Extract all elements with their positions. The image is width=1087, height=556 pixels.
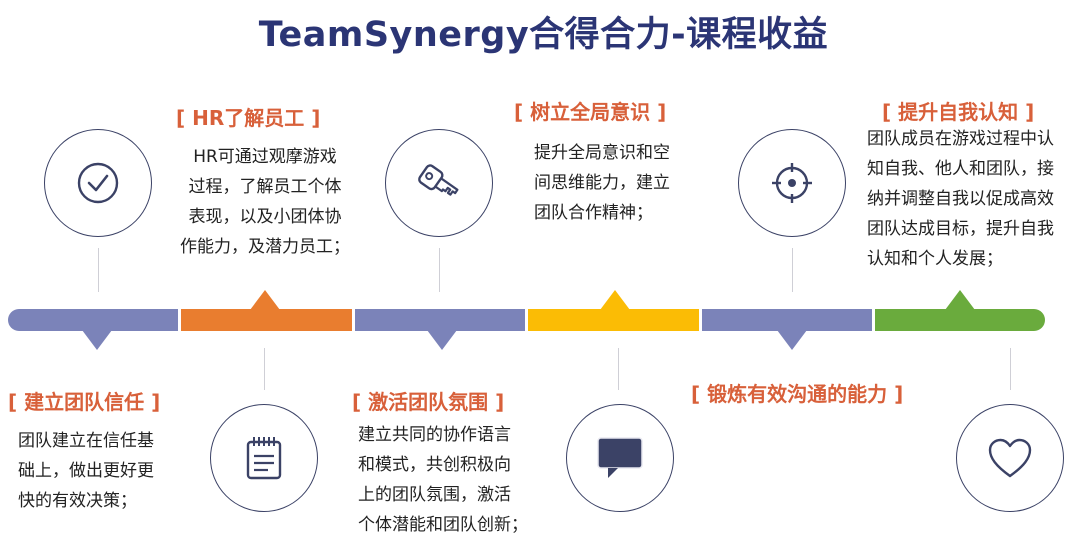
desc-line: 快的有效决策； — [18, 491, 137, 511]
benefit-desc-hr: HR可通过观摩游戏 过程，了解员工个体 表现，以及小团体协 作能力，及潜力员工； — [170, 142, 360, 262]
chat-bubble-icon — [597, 437, 643, 478]
connector-line — [264, 348, 265, 390]
desc-line: 个体潜能和团队创新； — [358, 515, 528, 535]
timeline-pointer-3 — [427, 330, 457, 350]
timeline-segment-4 — [528, 309, 699, 331]
benefit-heading-hr: [ HR了解员工 ] — [176, 106, 321, 130]
desc-line: 过程，了解员工个体 — [188, 177, 342, 197]
target-icon — [772, 163, 812, 203]
desc-line: 认知和个人发展； — [867, 249, 1003, 269]
desc-line: 团队成员在游戏过程中认 — [867, 129, 1054, 149]
benefit-icon-circle-atmosphere — [385, 129, 493, 237]
desc-line: HR可通过观摩游戏 — [193, 147, 337, 167]
benefit-desc-atmosphere: 建立共同的协作语言 和模式，共创积极向 上的团队氛围，激活 个体潜能和团队创新； — [358, 420, 528, 540]
desc-line: 团队建立在信任基 — [18, 431, 154, 451]
benefit-icon-circle-global — [566, 404, 674, 512]
desc-line: 提升全局意识和空 — [534, 143, 670, 163]
benefit-heading-trust: [ 建立团队信任 ] — [8, 390, 161, 414]
benefit-icon-circle-self — [956, 404, 1064, 512]
timeline-segment-1 — [8, 309, 178, 331]
timeline-pointer-2 — [250, 290, 280, 310]
key-icon — [418, 164, 459, 196]
timeline-pointer-1 — [82, 330, 112, 350]
benefit-heading-communication: [ 锻炼有效沟通的能力 ] — [691, 382, 904, 406]
benefit-icon-circle-hr — [210, 404, 318, 512]
desc-line: 上的团队氛围，激活 — [358, 485, 511, 505]
desc-line: 作能力，及潜力员工； — [180, 237, 350, 257]
benefit-heading-global: [ 树立全局意识 ] — [514, 100, 667, 124]
connector-line — [792, 248, 793, 292]
timeline-segment-2 — [181, 309, 352, 331]
notepad-icon — [246, 437, 282, 480]
heart-icon — [988, 438, 1032, 478]
benefit-desc-self: 团队成员在游戏过程中认 知自我、他人和团队，接 纳并调整自我以促成高效 团队达成… — [867, 124, 1054, 274]
desc-line: 础上，做出更好更 — [18, 461, 154, 481]
timeline-pointer-5 — [777, 330, 807, 350]
connector-line — [439, 248, 440, 292]
timeline-segment-3 — [355, 309, 525, 331]
timeline-segment-6 — [875, 309, 1045, 331]
connector-line — [1010, 348, 1011, 390]
connector-line — [618, 348, 619, 390]
desc-line: 纳并调整自我以促成高效 — [867, 189, 1054, 209]
page-title: TeamSynergy合得合力-课程收益 — [258, 15, 829, 55]
benefit-desc-trust: 团队建立在信任基 础上，做出更好更 快的有效决策； — [18, 426, 154, 516]
desc-line: 团队合作精神； — [534, 203, 653, 223]
desc-line: 和模式，共创积极向 — [358, 455, 511, 475]
connector-line — [98, 248, 99, 292]
desc-line: 知自我、他人和团队，接 — [867, 159, 1054, 179]
timeline-segment-5 — [702, 309, 872, 331]
benefit-heading-atmosphere: [ 激活团队氛围 ] — [352, 390, 505, 414]
benefit-heading-self: [ 提升自我认知 ] — [882, 100, 1035, 124]
benefit-icon-circle-communication — [738, 129, 846, 237]
benefit-icon-circle-trust — [44, 129, 152, 237]
timeline-pointer-4 — [600, 290, 630, 310]
desc-line: 建立共同的协作语言 — [358, 425, 511, 445]
benefit-desc-global: 提升全局意识和空 间思维能力，建立 团队合作精神； — [534, 138, 670, 228]
check-circle-icon — [77, 162, 119, 204]
desc-line: 间思维能力，建立 — [534, 173, 670, 193]
desc-line: 团队达成目标，提升自我 — [867, 219, 1054, 239]
desc-line: 表现，以及小团体协 — [188, 207, 342, 227]
timeline-pointer-6 — [945, 290, 975, 310]
